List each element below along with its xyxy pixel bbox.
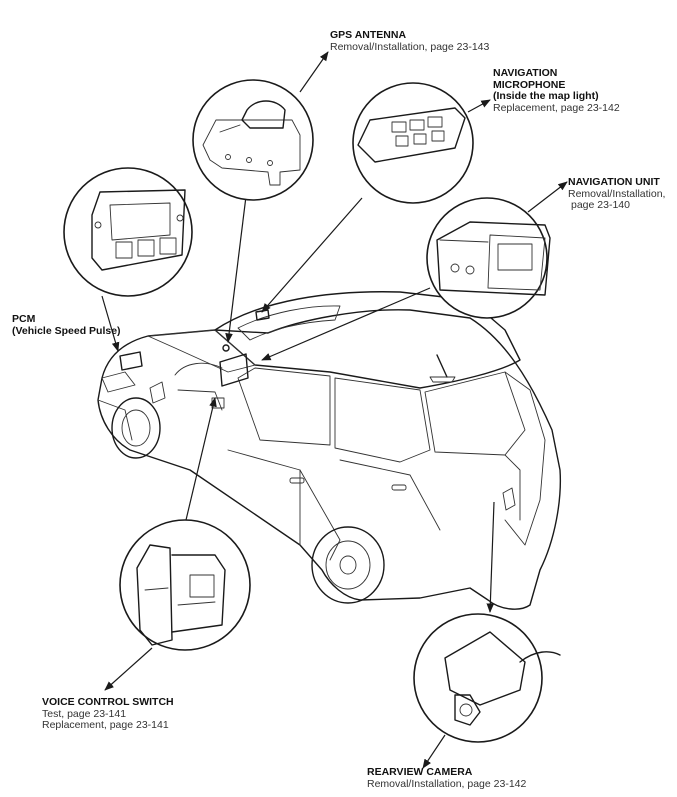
voice-control-switch-test-ref[interactable]: Test, page 23-141 (42, 707, 127, 720)
navigation-microphone-callout: NAVIGATION MICROPHONE (Inside the map li… (493, 67, 620, 114)
rearview-camera-title: REARVIEW CAMERA (367, 766, 473, 778)
pcm-callout: PCM (Vehicle Speed Pulse) (12, 313, 121, 337)
navigation-unit-detail (426, 181, 568, 319)
navigation-microphone-title-2: MICROPHONE (493, 78, 566, 91)
navigation-microphone-title: NAVIGATION (493, 67, 558, 79)
leader-lines (101, 179, 495, 613)
navigation-microphone-title-3: (Inside the map light) (493, 90, 599, 102)
pcm-detail (63, 167, 193, 297)
navigation-unit-ref[interactable]: Removal/Installation, (568, 187, 666, 200)
gps-antenna-detail (192, 51, 329, 201)
rearview-camera-callout: REARVIEW CAMERA Removal/Installation, pa… (367, 766, 527, 790)
pcm-subtitle: (Vehicle Speed Pulse) (12, 324, 121, 337)
voice-control-switch-title: VOICE CONTROL SWITCH (42, 696, 174, 708)
navigation-microphone-detail (352, 82, 491, 204)
voice-control-switch-callout: VOICE CONTROL SWITCH Test, page 23-141 R… (42, 696, 174, 732)
navigation-unit-callout: NAVIGATION UNIT Removal/Installation, pa… (568, 176, 666, 212)
navigation-unit-ref-2[interactable]: page 23-140 (571, 199, 630, 211)
navigation-microphone-ref[interactable]: Replacement, page 23-142 (493, 101, 620, 114)
voice-control-switch-replacement-ref[interactable]: Replacement, page 23-141 (42, 719, 169, 731)
rearview-camera-ref[interactable]: Removal/Installation, page 23-142 (367, 777, 527, 790)
gps-antenna-callout: GPS ANTENNA Removal/Installation, page 2… (330, 29, 490, 53)
gps-antenna-title: GPS ANTENNA (330, 29, 407, 41)
gps-antenna-ref[interactable]: Removal/Installation, page 23-143 (330, 40, 490, 53)
rearview-camera-detail (413, 613, 561, 769)
voice-control-switch-detail (104, 519, 251, 691)
navigation-unit-title: NAVIGATION UNIT (568, 176, 660, 188)
pcm-title: PCM (12, 313, 36, 325)
